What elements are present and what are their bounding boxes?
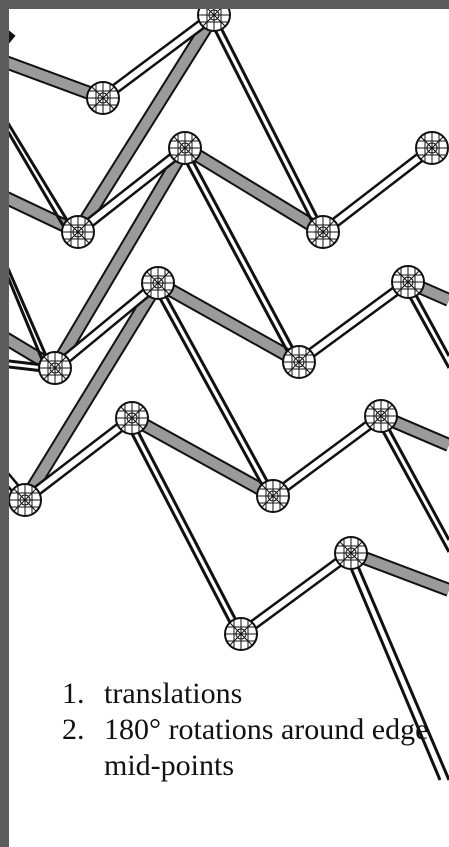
figure-caption: 1. translations 2. 180° rotations around… [62, 676, 442, 784]
caption-item-number: 2. [62, 712, 85, 748]
caption-item-number: 1. [62, 676, 85, 712]
caption-item-1: 1. translations [62, 676, 442, 712]
caption-item-2: 2. 180° rotations around edge mid-points [62, 712, 442, 784]
caption-item-text: translations [104, 677, 242, 710]
white-rods [0, 15, 432, 634]
caption-item-text: 180° rotations around edge mid-points [104, 713, 428, 782]
